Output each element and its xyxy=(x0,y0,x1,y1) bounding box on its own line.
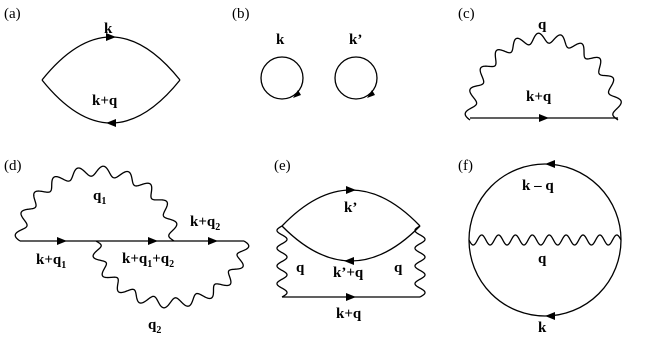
panel-f-photon-wavy xyxy=(468,234,622,246)
panel-c-arrow-icon xyxy=(539,114,549,122)
panel-c-photon-wavy xyxy=(464,32,622,121)
panel-b-right-label: k’ xyxy=(349,32,362,48)
panel-e-right-q-label: q xyxy=(394,260,403,276)
panel-e-inner-label: k’+q xyxy=(333,265,364,281)
panel-a-bottom-label: k+q xyxy=(92,93,118,109)
panel-e-upper-arrow-icon xyxy=(346,186,356,194)
panel-c-tag: (c) xyxy=(458,6,475,22)
panel-b: (b) k k’ xyxy=(232,6,378,100)
panel-f-tag: (f) xyxy=(458,158,473,174)
panel-f-top-label: k – q xyxy=(522,178,554,194)
panel-c-photon-label: q xyxy=(538,17,547,33)
panel-e-bottom-arrow-icon xyxy=(346,293,356,301)
panel-d-left-label: k+q1 xyxy=(36,252,66,271)
panel-e-bottom-label: k+q xyxy=(336,306,362,322)
panel-d-q1-label: q1 xyxy=(93,188,106,207)
panel-f-bottom-arrow-icon xyxy=(545,312,555,320)
panel-d-right-label: k+q2 xyxy=(190,214,220,233)
panel-b-left-loop xyxy=(260,56,304,100)
panel-f-top-arrow-icon xyxy=(545,160,555,168)
panel-a-upper-propagator xyxy=(41,36,181,81)
panel-d: (d) q1 q2 k+q1 k+q1+q2 k+q2 xyxy=(4,158,250,336)
panel-d-photon-q2-wavy xyxy=(92,240,250,309)
panel-e-top-label: k’ xyxy=(344,200,357,216)
panel-d-mid-label: k+q1+q2 xyxy=(122,251,174,270)
panel-d-q2-label: q2 xyxy=(148,317,161,336)
panel-b-right-arrow-icon xyxy=(367,90,375,98)
panel-e-left-q-label: q xyxy=(296,260,305,276)
panel-c: (c) q k+q xyxy=(458,6,622,122)
panel-f-bottom-label: k xyxy=(538,320,547,336)
panel-b-left-label: k xyxy=(276,32,285,48)
panel-d-photon-q1-wavy xyxy=(14,165,178,242)
panel-e-right-photon-wavy xyxy=(414,225,426,298)
panel-e: (e) k’ k’+q q q k+q xyxy=(274,158,426,322)
panel-f: (f) k – q q k xyxy=(458,158,622,336)
panel-c-line-label: k+q xyxy=(526,89,552,105)
panel-a-tag: (a) xyxy=(4,6,21,22)
panel-a: (a) k k+q xyxy=(4,6,181,127)
panel-b-left-arrow-icon xyxy=(293,90,301,98)
panel-d-arrow-mid-icon xyxy=(148,237,158,245)
panel-d-tag: (d) xyxy=(4,158,22,174)
panel-e-lower-arrow-icon xyxy=(344,257,354,265)
panel-e-lower-propagator xyxy=(281,225,421,262)
panel-e-left-photon-wavy xyxy=(276,225,288,298)
panel-a-upper-arrow-icon xyxy=(106,33,116,41)
panel-b-right-loop xyxy=(334,56,378,100)
panel-d-arrow-right-icon xyxy=(208,237,218,245)
panel-b-tag: (b) xyxy=(232,6,250,22)
panel-a-lower-arrow-icon xyxy=(106,119,116,127)
panel-f-mid-label: q xyxy=(538,251,547,267)
panel-a-top-label: k xyxy=(104,21,113,37)
panel-d-arrow-left-icon xyxy=(57,237,67,245)
panel-e-tag: (e) xyxy=(274,158,291,174)
